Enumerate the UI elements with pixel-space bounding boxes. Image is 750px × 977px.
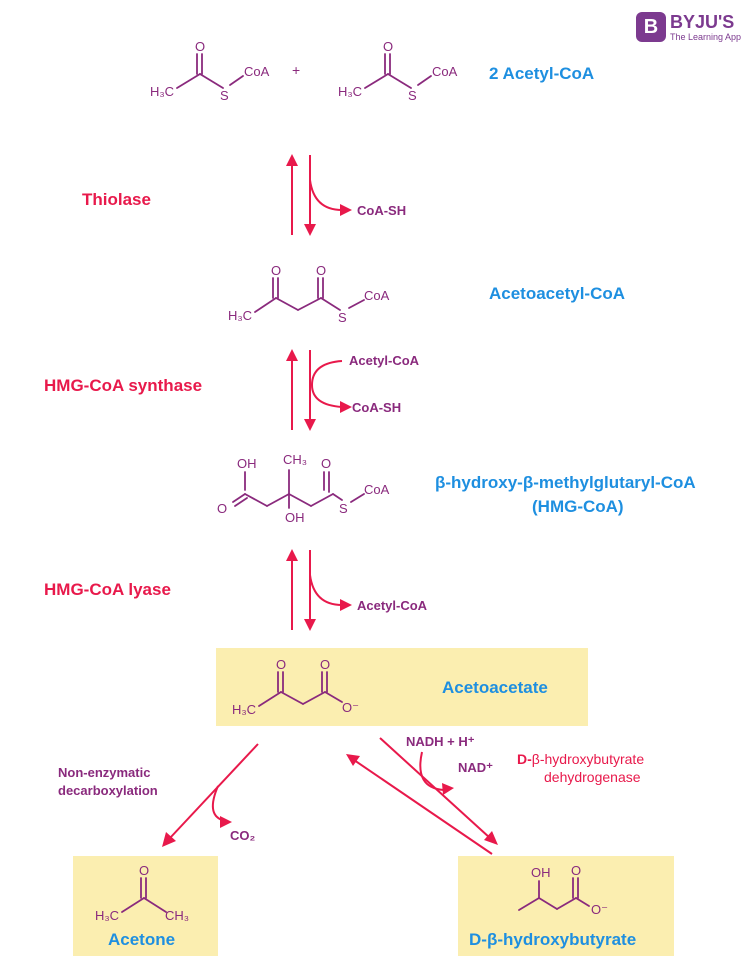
label-acetoacetyl-coa: Acetoacetyl-CoA xyxy=(489,284,626,303)
cofactor-coash-1: CoA-SH xyxy=(357,203,407,218)
cofactor-nad: NAD⁺ xyxy=(458,760,494,775)
hmg-lyase-arrows xyxy=(286,549,352,631)
acetyl-coa-structure-1: O H₃C S CoA xyxy=(150,39,270,103)
atom-ch3: CH₃ xyxy=(165,908,189,923)
cofactor-nadh: NADH + H⁺ xyxy=(406,734,475,749)
enzyme-dehydrogenase-line1: D-β-hydroxybutyrate xyxy=(517,750,644,768)
hmg-coa-structure: OH O CH₃ OH O S CoA xyxy=(217,452,390,525)
logo-tagline: The Learning App xyxy=(670,32,742,42)
label-nonenzymatic-2: decarboxylation xyxy=(58,783,158,798)
atom-o: O xyxy=(139,863,149,878)
hmg-synthase-arrows xyxy=(286,349,352,431)
dehydrogenase-prefix: D- xyxy=(517,751,532,767)
label-hydroxybutyrate: D-β-hydroxybutyrate xyxy=(469,930,637,949)
label-acetoacetate: Acetoacetate xyxy=(442,678,548,697)
acetyl-coa-structure-2: O H₃C S CoA xyxy=(338,39,458,103)
atom-o: O xyxy=(383,39,393,54)
label-nonenzymatic-1: Non-enzymatic xyxy=(58,765,151,780)
atom-coa: CoA xyxy=(364,482,390,497)
atom-o: O xyxy=(276,657,286,672)
atom-s: S xyxy=(408,88,417,103)
atom-oh: OH xyxy=(531,865,551,880)
atom-h3c: H₃C xyxy=(338,84,362,99)
atom-o: O xyxy=(320,657,330,672)
cofactor-acetyl-coa-in: Acetyl-CoA xyxy=(349,353,420,368)
atom-s: S xyxy=(220,88,229,103)
hydroxybutyrate-box xyxy=(458,856,674,956)
cofactor-acetyl-coa-out: Acetyl-CoA xyxy=(357,598,428,613)
dehydrogenase-arrows xyxy=(346,737,498,855)
dehydrogenase-line1-text: β-hydroxybutyrate xyxy=(531,751,645,767)
atom-o: O xyxy=(316,263,326,278)
label-hmg-coa-line2: (HMG-CoA) xyxy=(532,497,624,516)
enzyme-hmg-coa-lyase: HMG-CoA lyase xyxy=(44,580,171,599)
atom-o: O xyxy=(217,501,227,516)
acetone-box xyxy=(73,856,218,956)
cofactor-coash-2: CoA-SH xyxy=(352,400,402,415)
atom-o-minus: O⁻ xyxy=(591,902,608,917)
cofactor-co2: CO₂ xyxy=(230,828,256,843)
atom-coa: CoA xyxy=(364,288,390,303)
label-hmg-coa-line1: β-hydroxy-β-methylglutaryl-CoA xyxy=(435,473,696,492)
plus-sign: + xyxy=(292,62,301,78)
label-2-acetyl-coa: 2 Acetyl-CoA xyxy=(489,64,595,83)
atom-o-minus: O⁻ xyxy=(342,700,359,715)
atom-h3c: H₃C xyxy=(232,702,256,717)
atom-o: O xyxy=(321,456,331,471)
atom-o: O xyxy=(271,263,281,278)
atom-oh: OH xyxy=(237,456,257,471)
atom-h3c: H₃C xyxy=(95,908,119,923)
atom-coa: CoA xyxy=(432,64,458,79)
decarboxylation-arrow xyxy=(162,743,259,847)
atom-ch3: CH₃ xyxy=(283,452,307,467)
atom-coa: CoA xyxy=(244,64,270,79)
enzyme-dehydrogenase-line2: dehydrogenase xyxy=(544,769,641,785)
hydroxybutyrate-structure: OH O O⁻ xyxy=(518,863,608,917)
label-acetone: Acetone xyxy=(108,930,176,949)
acetone-structure: O H₃C CH₃ xyxy=(95,863,189,923)
acetoacetate-structure: O O H₃C O⁻ xyxy=(232,657,359,717)
atom-o: O xyxy=(195,39,205,54)
atom-h3c: H₃C xyxy=(228,308,252,323)
atom-o: O xyxy=(571,863,581,878)
byjus-logo-icon xyxy=(636,12,666,42)
atom-oh: OH xyxy=(285,510,305,525)
atom-s: S xyxy=(338,310,347,325)
enzyme-thiolase: Thiolase xyxy=(82,190,151,209)
enzyme-hmg-coa-synthase: HMG-CoA synthase xyxy=(44,376,203,395)
logo-letter: B xyxy=(643,16,659,38)
acetoacetyl-coa-structure: O O H₃C S CoA xyxy=(228,263,390,325)
thiolase-arrows xyxy=(286,154,352,236)
atom-s: S xyxy=(339,501,348,516)
atom-h3c: H₃C xyxy=(150,84,174,99)
logo-brand: BYJU'S xyxy=(670,12,735,32)
